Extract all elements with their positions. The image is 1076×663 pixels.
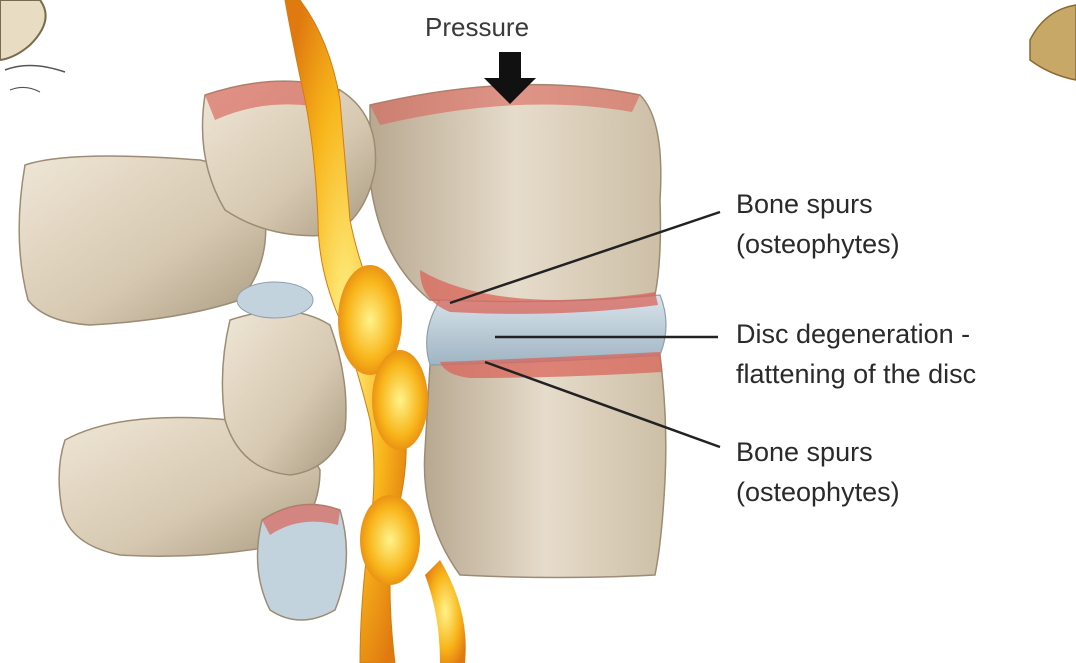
callout-line: flattening of the disc — [736, 354, 976, 394]
callout-line: Bone spurs — [736, 184, 900, 224]
callout-upper-bone-spurs: Bone spurs (osteophytes) — [736, 184, 900, 264]
callout-line: (osteophytes) — [736, 224, 900, 264]
facet-cartilage — [237, 282, 313, 318]
pressure-label: Pressure — [425, 12, 529, 43]
corner-sketch-left — [0, 0, 65, 92]
callout-line: Disc degeneration - — [736, 314, 976, 354]
callout-line: Bone spurs — [736, 432, 900, 472]
middle-facet — [222, 311, 346, 475]
callout-lower-bone-spurs: Bone spurs (osteophytes) — [736, 432, 900, 512]
corner-sketch-right — [1030, 5, 1076, 80]
callout-disc-degeneration: Disc degeneration - flattening of the di… — [736, 314, 976, 394]
callout-line: (osteophytes) — [736, 472, 900, 512]
lower-vertebral-body — [424, 355, 665, 578]
